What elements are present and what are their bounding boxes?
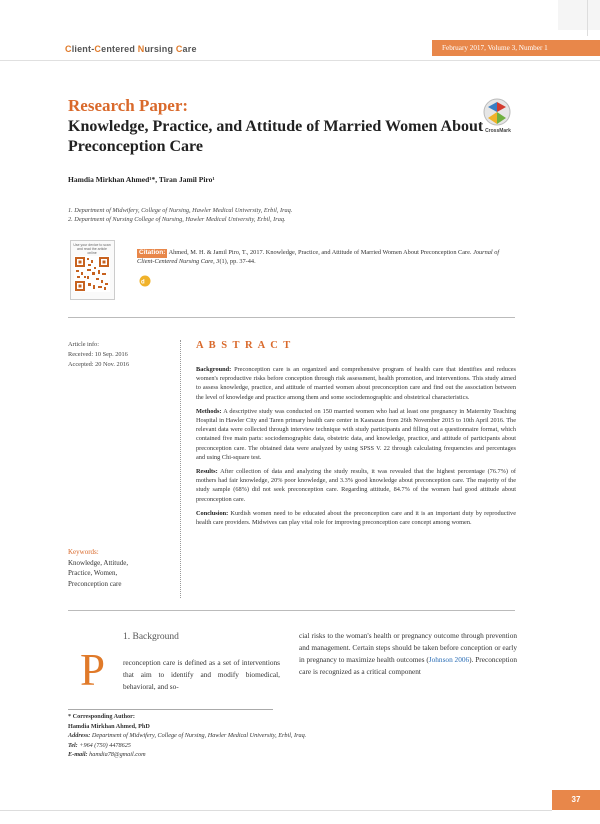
keyword-line: Practice, Women, xyxy=(68,569,118,577)
article-title: Knowledge, Practice, and Attitude of Mar… xyxy=(68,118,484,155)
affiliation-1: 1. Department of Midwifery, College of N… xyxy=(68,207,293,214)
footer-divider xyxy=(0,810,552,811)
abstract-heading: A B S T R A C T xyxy=(196,340,292,351)
page-number: 37 xyxy=(552,790,600,810)
doi-icon[interactable]: d xyxy=(138,275,152,287)
abstract-body: Background: Preconception care is an org… xyxy=(196,365,516,532)
corresponding-address: Department of Midwifery, College of Nurs… xyxy=(90,732,307,739)
corresponding-email[interactable]: hamdia78@gmail.com xyxy=(87,751,146,758)
abstract-conclusion: Conclusion: Kurdish women need to be edu… xyxy=(196,509,516,527)
body-column-2: cial risks to the woman's health or preg… xyxy=(299,631,517,676)
keyword-line: Preconception care xyxy=(68,579,122,588)
column-separator xyxy=(180,340,181,598)
journal-name: Client-Centered Nursing Care xyxy=(65,44,197,54)
issue-banner: February 2017, Volume 3, Number 1 xyxy=(432,40,600,56)
abstract-background: Background: Preconception care is an org… xyxy=(196,366,516,401)
corresponding-divider xyxy=(68,709,273,710)
keywords-label: Keywords: xyxy=(68,548,99,556)
section-heading: 1. Background xyxy=(123,632,179,642)
authors: Hamdia Mirkhan Ahmed¹*, Tiran Jamil Piro… xyxy=(68,175,215,184)
crossmark-label: CrossMark xyxy=(485,128,511,134)
corresponding-label: * Corresponding Author: xyxy=(68,713,135,720)
crossmark-icon[interactable] xyxy=(482,98,512,132)
qr-caption: Use your device to scan and read the art… xyxy=(73,243,111,255)
corresponding-name: Hamdia Mirkhan Ahmed, PhD xyxy=(68,722,150,730)
qr-code-icon[interactable] xyxy=(74,256,110,292)
citation-badge: Citation: xyxy=(137,249,168,258)
abstract-methods: Methods: A descriptive study was conduct… xyxy=(196,407,516,461)
corresponding-tel: +964 (750) 4478625 xyxy=(77,741,131,749)
citation: Citation: Ahmed, M. H. & Jamil Piro, T.,… xyxy=(137,249,500,265)
accepted-date: Accepted: 20 Nov. 2016 xyxy=(68,361,130,368)
reference-link[interactable]: Johnson 2006 xyxy=(428,655,470,664)
svg-text:d: d xyxy=(141,279,145,285)
header-divider xyxy=(0,60,600,61)
article-info: Article info: Received: 10 Sep. 2016 Acc… xyxy=(68,340,129,370)
upper-divider xyxy=(68,317,515,318)
drop-cap: P xyxy=(80,645,106,695)
body-column-1: reconception care is defined as a set of… xyxy=(123,658,280,691)
affiliation-2: 2. Department of Nursing College of Nurs… xyxy=(68,216,286,223)
paper-type: Research Paper: xyxy=(68,96,189,115)
abstract-results: Results: After collection of data and an… xyxy=(196,468,516,503)
keyword-line: Knowledge, Attitude, xyxy=(68,558,129,567)
received-date: Received: 10 Sep. 2016 xyxy=(68,351,128,358)
corresponding-author: * Corresponding Author: Hamdia Mirkhan A… xyxy=(68,713,307,758)
corner-line xyxy=(587,0,588,36)
keywords: Keywords: Knowledge, Attitude, Practice,… xyxy=(68,547,128,589)
article-info-label: Article info: xyxy=(68,341,99,348)
corner-decoration xyxy=(558,0,600,30)
lower-divider xyxy=(68,610,515,611)
